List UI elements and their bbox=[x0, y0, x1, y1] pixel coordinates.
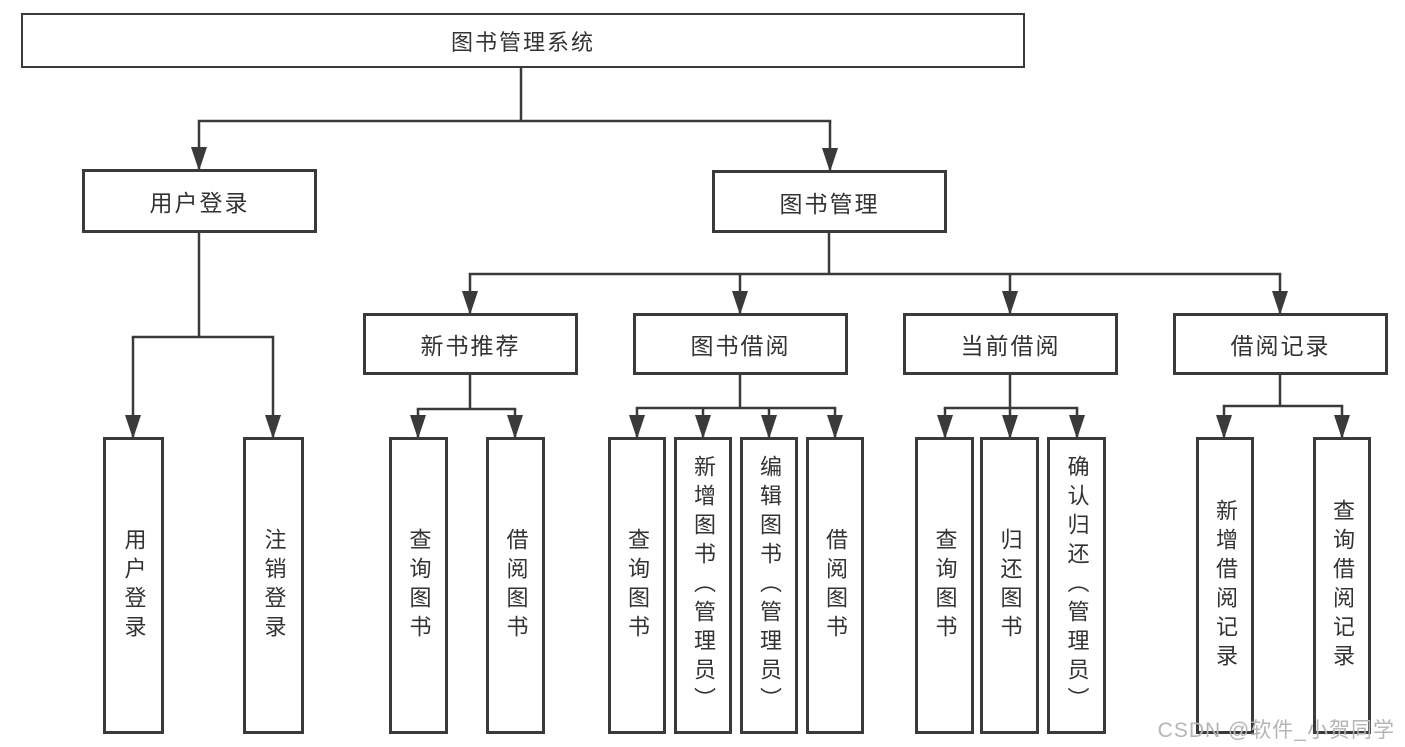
leaf-return-books: 归还图书 bbox=[980, 437, 1039, 734]
leaf-query-books-recommend: 查询图书 bbox=[389, 437, 448, 734]
node-borrow-record: 借阅记录 bbox=[1173, 313, 1388, 375]
leaf-query-books-current: 查询图书 bbox=[915, 437, 974, 734]
node-user-login: 用户登录 bbox=[82, 169, 317, 233]
leaf-user-login: 用户登录 bbox=[103, 437, 164, 734]
leaf-user-login-label: 用户登录 bbox=[121, 527, 147, 644]
node-root: 图书管理系统 bbox=[21, 13, 1025, 68]
leaf-borrow-books-label: 借阅图书 bbox=[823, 527, 848, 644]
watermark: CSDN @软件_小贺同学 bbox=[1157, 719, 1395, 742]
leaf-add-borrow-record: 新增借阅记录 bbox=[1196, 437, 1254, 734]
leaf-query-books-current-label: 查询图书 bbox=[932, 527, 958, 644]
node-current-borrow-label: 当前借阅 bbox=[960, 333, 1061, 359]
node-root-label: 图书管理系统 bbox=[450, 29, 595, 55]
leaf-query-borrow-record: 查询借阅记录 bbox=[1313, 437, 1371, 734]
node-user-login-label: 用户登录 bbox=[149, 190, 250, 216]
leaf-return-books-label: 归还图书 bbox=[997, 527, 1023, 644]
arrowhead-icons bbox=[125, 147, 1350, 439]
node-borrow-record-label: 借阅记录 bbox=[1230, 333, 1331, 359]
leaf-edit-books-admin-label: 编辑图书（管理员） bbox=[757, 455, 782, 716]
leaf-borrow-books: 借阅图书 bbox=[806, 437, 864, 734]
leaf-edit-books-admin: 编辑图书（管理员） bbox=[740, 437, 798, 734]
leaf-query-borrow-record-label: 查询借阅记录 bbox=[1330, 498, 1355, 673]
leaf-logout: 注销登录 bbox=[243, 437, 304, 734]
leaf-query-books-borrow-label: 查询图书 bbox=[625, 527, 650, 644]
node-book-management: 图书管理 bbox=[712, 170, 947, 233]
leaf-logout-label: 注销登录 bbox=[261, 527, 287, 644]
node-book-borrow-label: 图书借阅 bbox=[690, 333, 791, 359]
node-new-book-recommend: 新书推荐 bbox=[363, 313, 578, 375]
leaf-add-borrow-record-label: 新增借阅记录 bbox=[1213, 498, 1238, 673]
leaf-add-books-admin: 新增图书（管理员） bbox=[674, 437, 732, 734]
node-book-borrow: 图书借阅 bbox=[633, 313, 848, 375]
leaf-confirm-return-admin: 确认归还（管理员） bbox=[1047, 437, 1106, 734]
leaf-add-books-admin-label: 新增图书（管理员） bbox=[691, 455, 716, 716]
leaf-query-books-borrow: 查询图书 bbox=[608, 437, 666, 734]
node-current-borrow: 当前借阅 bbox=[903, 313, 1118, 375]
leaf-borrow-books-recommend: 借阅图书 bbox=[486, 437, 545, 734]
leaf-borrow-books-recommend-label: 借阅图书 bbox=[503, 527, 529, 644]
node-new-book-recommend-label: 新书推荐 bbox=[420, 333, 521, 359]
leaf-query-books-recommend-label: 查询图书 bbox=[406, 527, 432, 644]
node-book-management-label: 图书管理 bbox=[779, 190, 880, 217]
leaf-confirm-return-admin-label: 确认归还（管理员） bbox=[1064, 455, 1090, 716]
